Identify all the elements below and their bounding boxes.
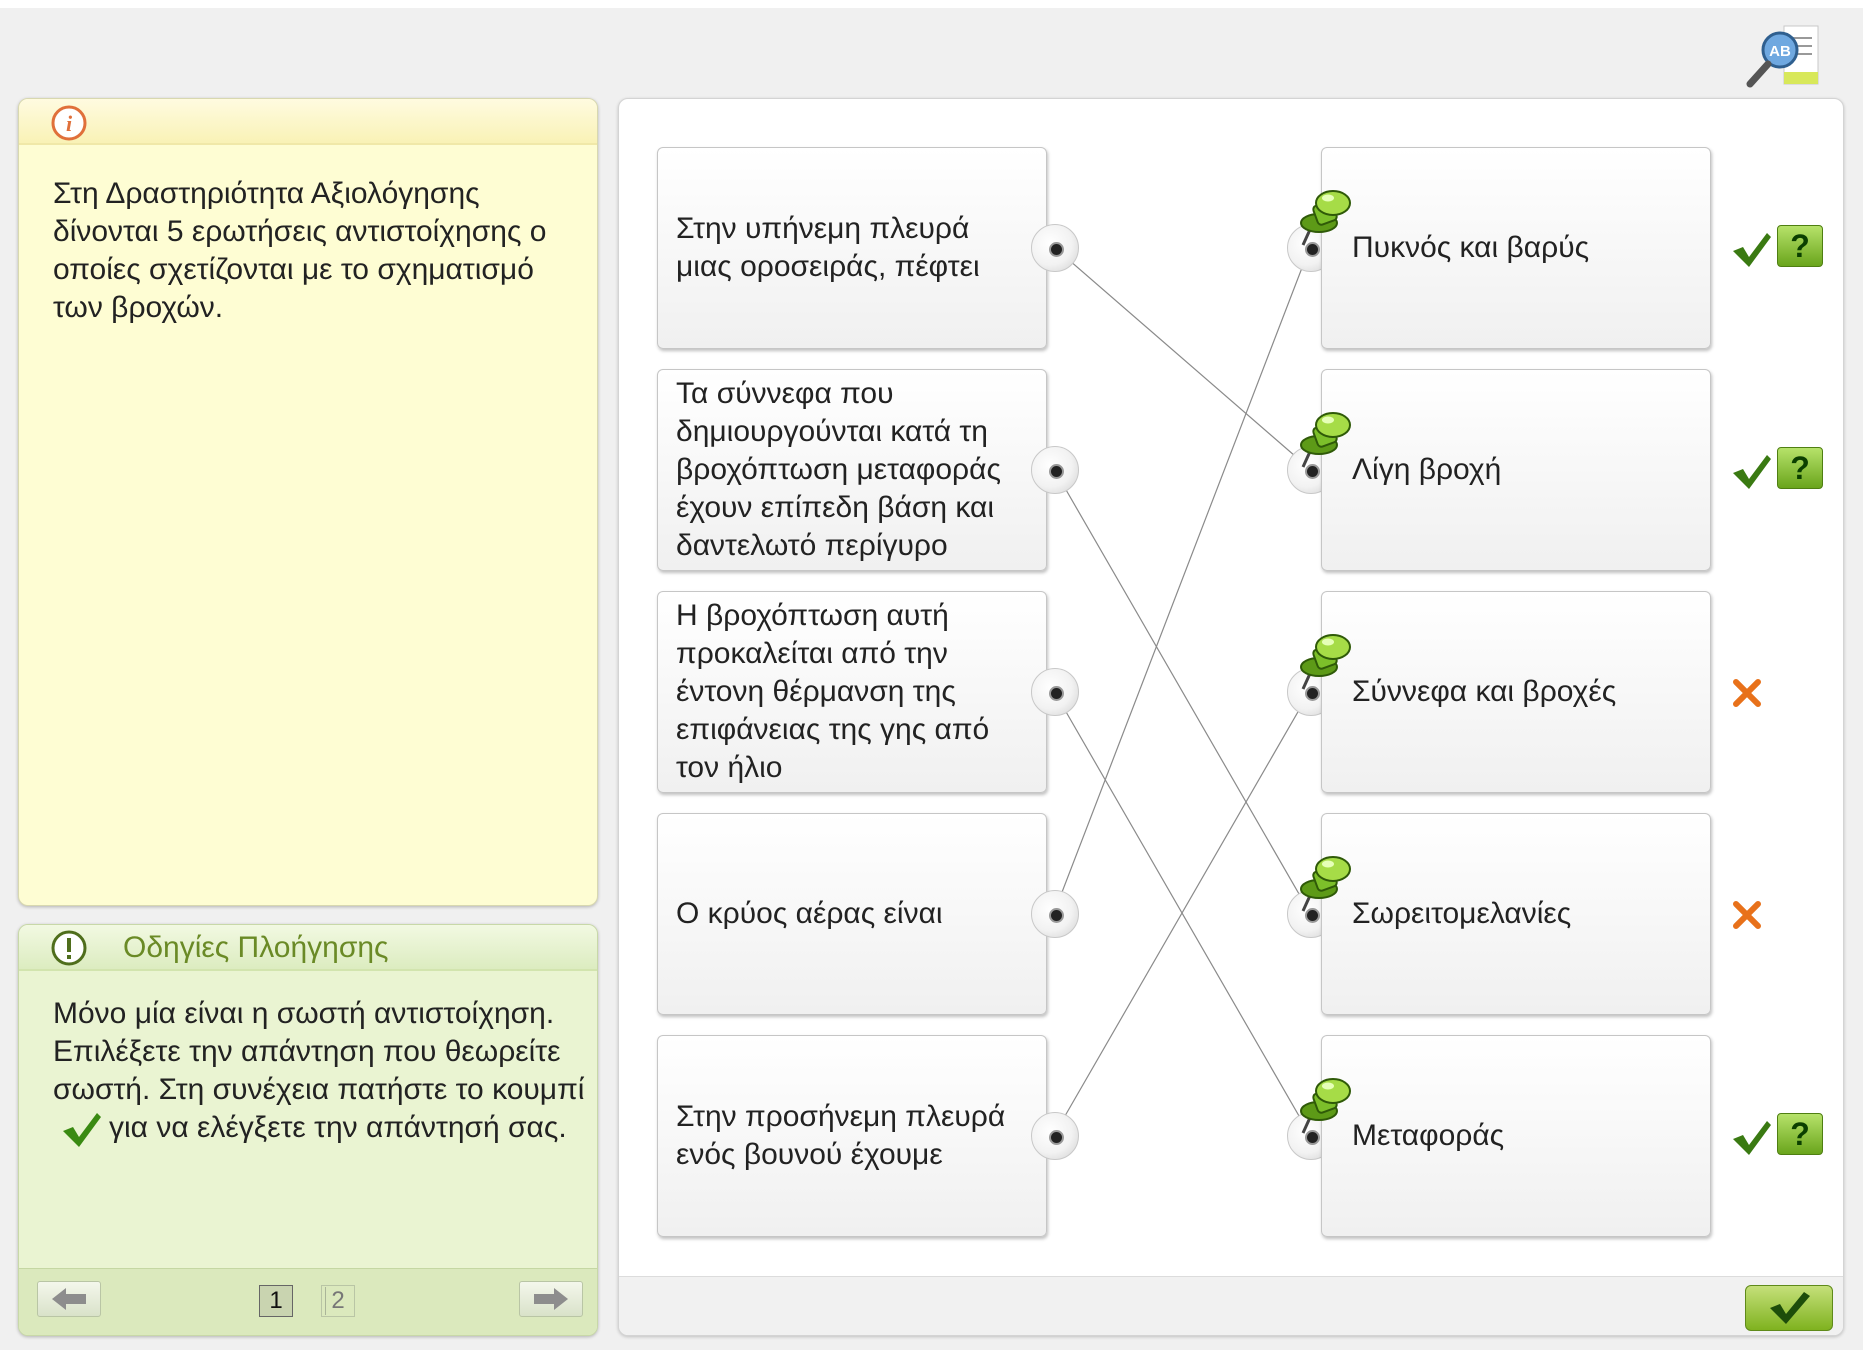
- navigation-title: Οδηγίες Πλοήγησης: [123, 931, 389, 964]
- right-item-card[interactable]: Πυκνός και βαρύς: [1321, 147, 1711, 349]
- connector-dot: [1049, 1130, 1064, 1145]
- right-item-text: Σωρειτομελανίες: [1352, 897, 1572, 930]
- right-item-text: Σύννεφα και βροχές: [1352, 675, 1617, 708]
- right-item-card[interactable]: Λίγη βροχή: [1321, 369, 1711, 571]
- left-item-text: Η βροχόπτωση αυτή προκαλείται από την έν…: [676, 599, 990, 784]
- navigation-text-part2: για να ελέγξετε την απάντησή σας.: [109, 1111, 567, 1144]
- right-item-text: Λίγη βροχή: [1352, 453, 1502, 486]
- connector-dot: [1049, 464, 1064, 479]
- navigation-header: Οδηγίες Πλοήγησης: [19, 925, 597, 971]
- arrow-right-icon: [534, 1288, 568, 1310]
- navigation-text: Μόνο μία είναι η σωστή αντιστοίχηση. Επι…: [53, 995, 593, 1149]
- page-2-button[interactable]: 2: [321, 1285, 355, 1317]
- svg-text:AB: AB: [1769, 43, 1791, 60]
- left-connector[interactable]: [1031, 1112, 1079, 1160]
- checkmark-icon: [1770, 1292, 1810, 1324]
- connector-dot: [1305, 1130, 1320, 1145]
- navigation-panel: Οδηγίες Πλοήγησης Μόνο μία είναι η σωστή…: [18, 924, 598, 1336]
- connection-lines: [1053, 246, 1311, 1136]
- exclamation-icon: [51, 930, 87, 966]
- left-item-card[interactable]: Στην προσήνεμη πλευρά ενός βουνού έχουμε: [657, 1035, 1047, 1237]
- left-item-text: Στην υπήνεμη πλευρά μιας οροσειράς, πέφτ…: [676, 212, 980, 283]
- connection-line: [1053, 246, 1311, 470]
- left-connector[interactable]: [1031, 446, 1079, 494]
- info-panel: i Στη Δραστηριότητα Αξιολόγησης δίνονται…: [18, 98, 598, 906]
- connector-dot: [1049, 242, 1064, 257]
- left-connector[interactable]: [1031, 668, 1079, 716]
- connection-line: [1053, 468, 1311, 914]
- page-1-button[interactable]: 1: [259, 1285, 293, 1317]
- navigation-text-part1: Μόνο μία είναι η σωστή αντιστοίχηση. Επι…: [53, 997, 585, 1106]
- right-item-card[interactable]: Σύννεφα και βροχές: [1321, 591, 1711, 793]
- help-button[interactable]: ?: [1777, 1113, 1823, 1155]
- left-item-card[interactable]: Τα σύννεφα που δημιουργούνται κατά τη βρ…: [657, 369, 1047, 571]
- info-icon: i: [51, 105, 87, 141]
- svg-text:i: i: [66, 111, 73, 136]
- left-connector[interactable]: [1031, 890, 1079, 938]
- arrow-left-icon: [52, 1288, 86, 1310]
- info-header: i: [19, 99, 597, 145]
- help-button[interactable]: ?: [1777, 447, 1823, 489]
- top-bar: [0, 0, 1863, 8]
- connection-line: [1053, 246, 1311, 914]
- connector-dot: [1049, 908, 1064, 923]
- left-item-text: Ο κρύος αέρας είναι: [676, 897, 943, 930]
- right-item-card[interactable]: Σωρειτομελανίες: [1321, 813, 1711, 1015]
- glossary-icon[interactable]: AB: [1738, 22, 1824, 92]
- left-item-text: Τα σύννεφα που δημιουργούνται κατά τη βρ…: [676, 377, 1001, 562]
- previous-page-button[interactable]: [37, 1281, 101, 1317]
- correct-check-icon: [1733, 455, 1771, 489]
- connector-dot: [1305, 242, 1320, 257]
- checkmark-icon: [63, 1113, 101, 1147]
- matching-activity: Στην υπήνεμη πλευρά μιας οροσειράς, πέφτ…: [618, 98, 1844, 1336]
- info-text: Στη Δραστηριότητα Αξιολόγησης δίνονται 5…: [53, 177, 547, 324]
- navigation-footer: 1 2: [19, 1268, 597, 1335]
- correct-check-icon: [1733, 233, 1771, 267]
- next-page-button[interactable]: [519, 1281, 583, 1317]
- right-item-text: Πυκνός και βαρύς: [1352, 231, 1590, 264]
- connection-line: [1053, 690, 1311, 1136]
- page-separator: [325, 1287, 326, 1315]
- connector-dot: [1049, 686, 1064, 701]
- right-item-card[interactable]: Μεταφοράς: [1321, 1035, 1711, 1237]
- right-item-text: Μεταφοράς: [1352, 1119, 1505, 1152]
- connector-dot: [1305, 686, 1320, 701]
- activity-footer: [619, 1276, 1843, 1335]
- wrong-x-icon: [1733, 679, 1761, 707]
- left-item-card[interactable]: Η βροχόπτωση αυτή προκαλείται από την έν…: [657, 591, 1047, 793]
- left-item-text: Στην προσήνεμη πλευρά ενός βουνού έχουμε: [676, 1100, 1006, 1171]
- left-item-card[interactable]: Στην υπήνεμη πλευρά μιας οροσειράς, πέφτ…: [657, 147, 1047, 349]
- left-item-card[interactable]: Ο κρύος αέρας είναι: [657, 813, 1047, 1015]
- wrong-x-icon: [1733, 901, 1761, 929]
- connector-dot: [1305, 464, 1320, 479]
- connector-dot: [1305, 908, 1320, 923]
- correct-check-icon: [1733, 1121, 1771, 1155]
- left-connector[interactable]: [1031, 224, 1079, 272]
- check-answer-button[interactable]: [1745, 1285, 1833, 1331]
- help-button[interactable]: ?: [1777, 225, 1823, 267]
